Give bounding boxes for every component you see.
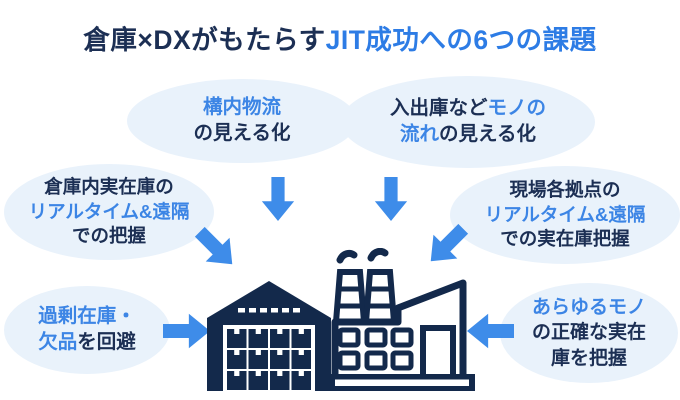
bubble-line: あらゆるモノ [531, 297, 646, 319]
bubble-line: 欠品を回避 [38, 331, 136, 353]
bubble-line: での実在庫把握 [500, 228, 630, 250]
bubble-warehouse-realtime-remote: 倉庫内実在庫の リアルタイム&遠隔 での把握 [4, 164, 214, 260]
bubble-sites-realtime-remote: 現場各拠点の リアルタイム&遠隔 での実在庫把握 [450, 166, 680, 264]
bubble-line: リアルタイム&遠隔 [28, 200, 190, 222]
bubble-line: 現場各拠点の [509, 179, 621, 201]
bubble-line: 倉庫内実在庫の [44, 176, 174, 198]
bubble-line: 入出庫などモノの [389, 97, 547, 120]
title-part-dark: 倉庫×DXがもたらす [83, 25, 326, 55]
bubble-avoid-excess-stock: 過剰在庫・ 欠品を回避 [4, 286, 170, 374]
bubble-line: の見える化 [193, 122, 291, 144]
arrow-down-icon [261, 177, 295, 221]
title-part-blue: JIT成功への6つの課題 [325, 25, 597, 55]
factory-icon [329, 248, 475, 391]
arrow-left-icon [467, 313, 514, 349]
bubble-line: の正確な実在 [531, 322, 646, 344]
bubble-line: 流れの見える化 [400, 123, 536, 145]
bubble-inout-flow-visibility: 入出庫などモノの 流れの見える化 [341, 76, 595, 168]
page-title: 倉庫×DXがもたらすJIT成功への6つの課題 [0, 18, 680, 57]
arrow-down-left-icon [430, 223, 469, 262]
bubble-line: 過剰在庫・ [38, 305, 136, 328]
bubble-accurate-inventory: あらゆるモノ の正確な実在 庫を把握 [500, 283, 678, 383]
arrow-down-right-icon [194, 226, 233, 265]
bubble-line: 庫を把握 [550, 347, 627, 369]
arrow-down-icon [374, 177, 408, 221]
bubble-line: での把握 [71, 225, 146, 247]
bubble-line: 構内物流 [202, 96, 281, 119]
bubble-onsite-logistics-visibility: 構内物流 の見える化 [127, 79, 357, 163]
warehouse-icon [207, 281, 331, 391]
arrow-right-icon [163, 313, 210, 349]
bubble-line: リアルタイム&遠隔 [484, 203, 646, 225]
